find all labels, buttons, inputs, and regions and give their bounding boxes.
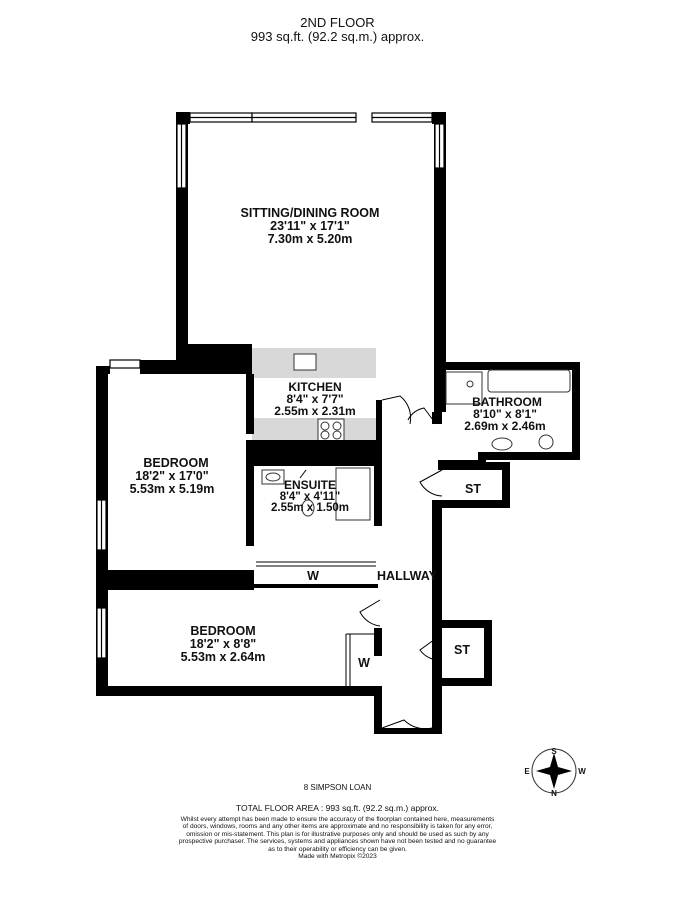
compass-icon: S N E W [524, 747, 586, 798]
room-imperial: 8'4" x 7'7" [286, 392, 343, 406]
total-area: TOTAL FLOOR AREA : 993 sq.ft. (92.2 sq.m… [236, 803, 439, 813]
store-label: ST [465, 482, 481, 496]
room-imperial: 18'2" x 17'0" [135, 469, 208, 483]
wardrobe-label: W [358, 656, 370, 670]
compass-s: S [551, 747, 557, 756]
bathroom-fixtures [261, 369, 571, 521]
kitchen-sink-icon [293, 353, 317, 371]
room-metric: 2.55m x 1.50m [271, 502, 349, 514]
disclaimer-line: omission or mis-statement. This plan is … [186, 830, 489, 838]
room-ensuite: ENSUITE 8'4" x 4'11" 2.55m x 1.50m [271, 478, 349, 514]
disclaimer-line: prospective purchaser. The services, sys… [178, 838, 497, 846]
disclaimer-line: of doors, windows, rooms and any other i… [182, 823, 493, 831]
compass-e: E [524, 767, 530, 776]
room-imperial: 8'10" x 8'1" [473, 407, 537, 421]
room-metric: 7.30m x 5.20m [268, 232, 353, 246]
toilet-icon [538, 434, 554, 450]
hallway-label: HALLWAY [377, 569, 438, 583]
floor-title: 2ND FLOOR [300, 15, 375, 30]
room-name: SITTING/DINING ROOM [241, 206, 380, 220]
bath-icon [487, 369, 571, 393]
room-metric: 2.55m x 2.31m [274, 404, 355, 418]
room-imperial: 8'4" x 4'11" [280, 491, 341, 503]
room-metric: 2.69m x 2.46m [464, 419, 545, 433]
basin-icon [491, 437, 513, 451]
room-name: BEDROOM [143, 456, 208, 470]
wardrobe-rails [256, 561, 376, 686]
room-bedroom-2: BEDROOM 18'2" x 8'8" 5.53m x 2.64m [181, 624, 266, 664]
compass-n: N [551, 789, 557, 798]
room-imperial: 23'11" x 17'1" [270, 219, 350, 233]
windows [96, 112, 445, 659]
room-name: BATHROOM [472, 395, 542, 409]
room-metric: 5.53m x 2.64m [181, 650, 266, 664]
ensuite-toilet-icon [301, 499, 315, 517]
store-label: ST [454, 643, 470, 657]
room-bathroom: BATHROOM 8'10" x 8'1" 2.69m x 2.46m [464, 395, 545, 433]
room-kitchen: KITCHEN 8'4" x 7'7" 2.55m x 2.31m [274, 380, 355, 418]
disclaimer-line: Made with Metropix ©2023 [298, 853, 377, 861]
room-name: ENSUITE [284, 478, 336, 492]
room-imperial: 18'2" x 8'8" [190, 637, 257, 651]
disclaimer-line: as to their operability or efficiency ca… [268, 845, 407, 853]
room-sitting: SITTING/DINING ROOM 23'11" x 17'1" 7.30m… [241, 206, 380, 246]
address: 8 SIMPSON LOAN [303, 783, 372, 792]
room-name: KITCHEN [288, 380, 341, 394]
room-metric: 5.53m x 5.19m [130, 482, 215, 496]
kitchen-counter-bottom [252, 418, 376, 442]
compass-w: W [578, 767, 586, 776]
floor-area: 993 sq.ft. (92.2 sq.m.) approx. [250, 29, 425, 44]
room-bedroom-1: BEDROOM 18'2" x 17'0" 5.53m x 5.19m [130, 456, 215, 496]
room-name: BEDROOM [190, 624, 255, 638]
shower-icon [445, 371, 483, 405]
doors [299, 395, 443, 730]
ensuite-shower-icon [335, 467, 371, 521]
disclaimer: Whilst every attempt has been made to en… [0, 816, 675, 860]
wardrobe-label: W [307, 569, 319, 583]
disclaimer-line: Whilst every attempt has been made to en… [180, 816, 495, 823]
